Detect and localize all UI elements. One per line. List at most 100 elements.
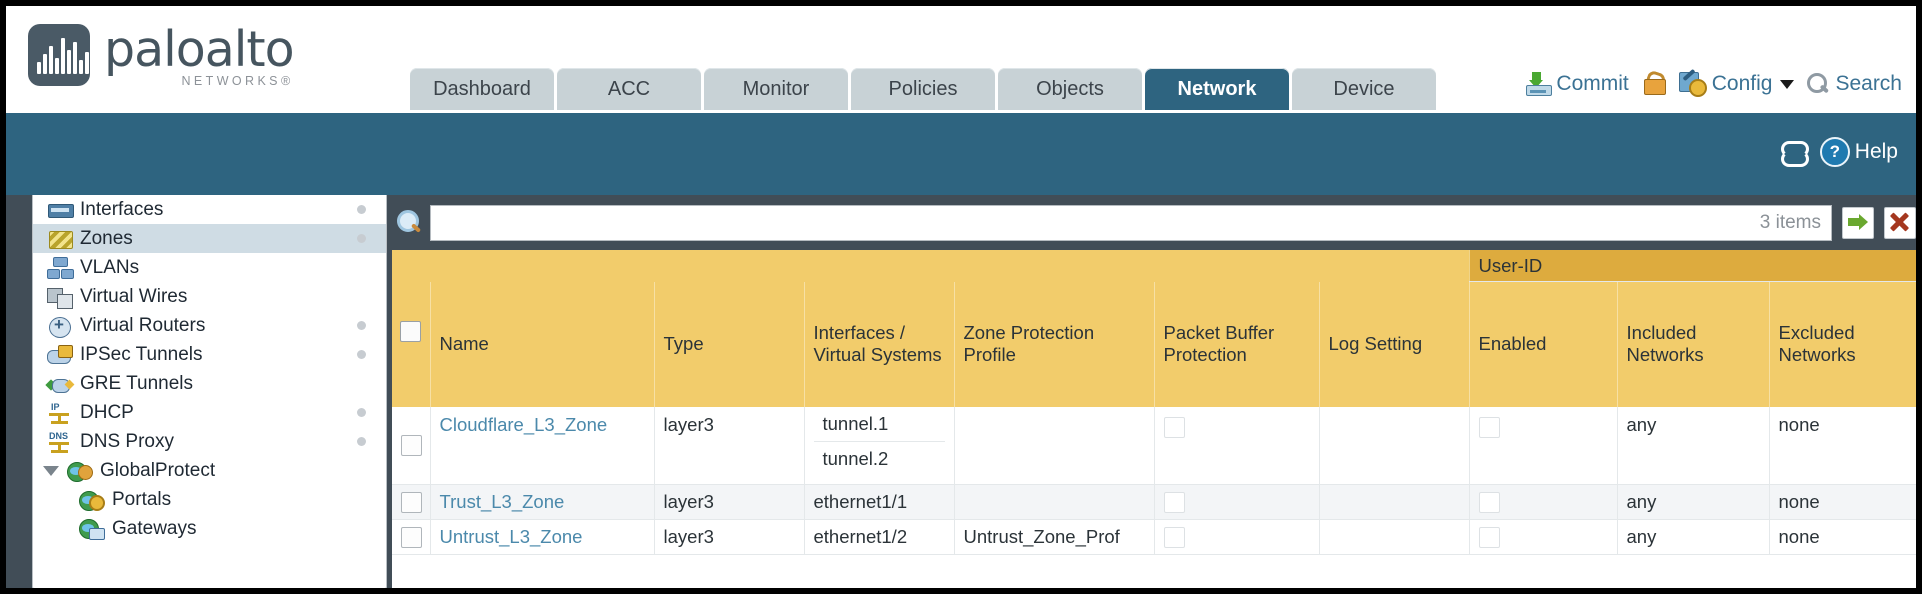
sidebar-item-gateways[interactable]: Gateways — [33, 514, 386, 543]
packet-buffer-checkbox[interactable] — [1163, 526, 1185, 548]
dhcp-icon: IP — [47, 402, 73, 424]
cell-interfaces: ethernet1/2 — [803, 519, 954, 555]
table-row[interactable]: Cloudflare_L3_Zone layer3 tunnel.1 tunne… — [392, 406, 1916, 485]
table-row[interactable]: Trust_L3_Zone layer3 ethernet1/1 any non… — [392, 484, 1916, 520]
userid-enabled-checkbox[interactable] — [1478, 491, 1500, 513]
sidebar-item-portals[interactable]: Portals — [33, 485, 386, 514]
tab-device[interactable]: Device — [1292, 68, 1436, 110]
cell-interfaces: tunnel.1 tunnel.2 — [803, 406, 954, 485]
help-button[interactable]: ? Help — [1819, 137, 1898, 167]
apply-filter-button[interactable] — [1842, 206, 1874, 239]
column-header-included-networks[interactable]: Included Networks — [1616, 281, 1770, 407]
row-checkbox[interactable] — [401, 491, 422, 513]
row-checkbox[interactable] — [401, 435, 422, 457]
column-header-excluded-networks[interactable]: Excluded Networks — [1768, 281, 1916, 407]
row-checkbox[interactable] — [401, 526, 422, 548]
chevron-down-icon[interactable] — [43, 466, 59, 476]
config-button[interactable]: Config — [1678, 68, 1795, 97]
cell-included-networks: any — [1616, 484, 1770, 520]
column-header-type[interactable]: Type — [653, 281, 804, 407]
sidebar-item-zones[interactable]: Zones — [33, 224, 386, 253]
refresh-icon[interactable] — [1780, 140, 1809, 167]
sidebar-item-virtual-wires[interactable]: Virtual Wires — [33, 282, 386, 311]
tab-network[interactable]: Network — [1145, 68, 1289, 110]
search-button[interactable]: Search — [1806, 72, 1902, 96]
select-all-checkbox[interactable] — [400, 321, 421, 343]
zone-link[interactable]: Untrust_L3_Zone — [439, 525, 583, 547]
sidebar-item-interfaces[interactable]: Interfaces — [33, 195, 386, 224]
table-group-header-row: User-ID — [392, 250, 1916, 282]
sidebar-item-label: Portals — [112, 488, 172, 510]
clear-filter-button[interactable] — [1884, 206, 1916, 239]
userid-enabled-checkbox[interactable] — [1478, 526, 1500, 548]
interfaces-icon — [47, 199, 74, 221]
userid-enabled-checkbox[interactable] — [1478, 417, 1500, 439]
cell-zone-protection-profile: Untrust_Zone_Prof — [953, 519, 1154, 555]
row-select-cell — [392, 484, 430, 520]
cell-included-networks: any — [1616, 519, 1770, 555]
search-input[interactable]: 3 items — [430, 204, 1832, 241]
cell-type: layer3 — [653, 484, 804, 520]
cell-excluded-networks: none — [1768, 484, 1916, 520]
tab-dashboard[interactable]: Dashboard — [410, 68, 554, 110]
sidebar-item-virtual-routers[interactable]: Virtual Routers — [33, 311, 386, 340]
sidebar-item-label: Gateways — [112, 517, 197, 539]
group-header-userid: User-ID — [1468, 250, 1916, 282]
cell-excluded-networks: none — [1768, 406, 1916, 485]
items-count: 3 items — [1759, 211, 1821, 233]
status-dot — [357, 350, 366, 359]
sidebar-item-dns-proxy[interactable]: DNS DNS Proxy — [33, 427, 386, 456]
sidebar-item-vlans[interactable]: VLANs — [33, 253, 386, 282]
sub-header-band: ? Help — [6, 113, 1916, 195]
select-all-header — [392, 281, 430, 407]
main-content: 3 items — [392, 195, 1916, 588]
row-select-cell — [392, 519, 430, 555]
sidebar-item-ipsec-tunnels[interactable]: IPSec Tunnels — [33, 340, 386, 369]
column-header-interfaces[interactable]: Interfaces / Virtual Systems — [803, 281, 954, 407]
commit-button[interactable]: Commit — [1525, 72, 1629, 96]
top-actions: Commit Config Search — [1525, 68, 1902, 97]
brand-logo: paloalto NETWORKS® — [28, 21, 295, 88]
tab-objects[interactable]: Objects — [998, 68, 1142, 110]
sidebar-item-label: IPSec Tunnels — [80, 343, 203, 365]
packet-buffer-checkbox[interactable] — [1163, 491, 1185, 513]
dns-proxy-icon: DNS — [47, 431, 73, 453]
column-header-userid-enabled[interactable]: Enabled — [1468, 281, 1618, 407]
close-icon — [1889, 212, 1909, 232]
filter-search-icon[interactable] — [396, 209, 424, 237]
sidebar-item-gre-tunnels[interactable]: GRE Tunnels — [33, 369, 386, 398]
column-header-packet-buffer-protection[interactable]: Packet Buffer Protection — [1153, 281, 1319, 407]
cell-userid-enabled — [1468, 484, 1618, 520]
chevron-down-icon[interactable] — [1780, 79, 1795, 89]
column-header-log-setting[interactable]: Log Setting — [1318, 281, 1470, 407]
packet-buffer-checkbox[interactable] — [1163, 417, 1185, 439]
app-window: paloalto NETWORKS® Dashboard ACC Monitor… — [6, 6, 1916, 588]
sidebar-item-label: Interfaces — [80, 198, 164, 220]
column-header-zone-protection-profile[interactable]: Zone Protection Profile — [953, 281, 1154, 407]
cell-userid-enabled — [1468, 406, 1618, 485]
interface-item: tunnel.2 — [822, 447, 889, 469]
portals-icon — [79, 489, 105, 511]
lock-icon[interactable] — [1643, 69, 1667, 96]
sidebar-item-globalprotect[interactable]: GlobalProtect — [33, 456, 386, 485]
column-header-name[interactable]: Name — [429, 281, 654, 407]
top-bar: paloalto NETWORKS® Dashboard ACC Monitor… — [6, 6, 1916, 113]
brand-name: paloalto — [104, 21, 295, 78]
table-row[interactable]: Untrust_L3_Zone layer3 ethernet1/2 Untru… — [392, 519, 1916, 555]
zone-link[interactable]: Trust_L3_Zone — [439, 490, 565, 512]
sidebar-item-label: DNS Proxy — [80, 430, 174, 452]
zone-link[interactable]: Cloudflare_L3_Zone — [439, 413, 608, 435]
cell-zone-protection-profile — [953, 484, 1154, 520]
sidebar-item-dhcp[interactable]: IP DHCP — [33, 398, 386, 427]
zones-table: User-ID Name Type Interfaces / Virtual S… — [392, 250, 1916, 555]
interface-item: tunnel.1 — [813, 407, 945, 442]
help-label: Help — [1854, 140, 1898, 163]
cell-name: Cloudflare_L3_Zone — [429, 406, 654, 485]
virtual-routers-icon — [47, 315, 73, 338]
cell-log-setting — [1318, 519, 1470, 555]
search-icon — [1806, 72, 1830, 96]
tab-acc[interactable]: ACC — [557, 68, 701, 110]
tab-monitor[interactable]: Monitor — [704, 68, 848, 110]
search-label: Search — [1835, 72, 1902, 95]
tab-policies[interactable]: Policies — [851, 68, 995, 110]
